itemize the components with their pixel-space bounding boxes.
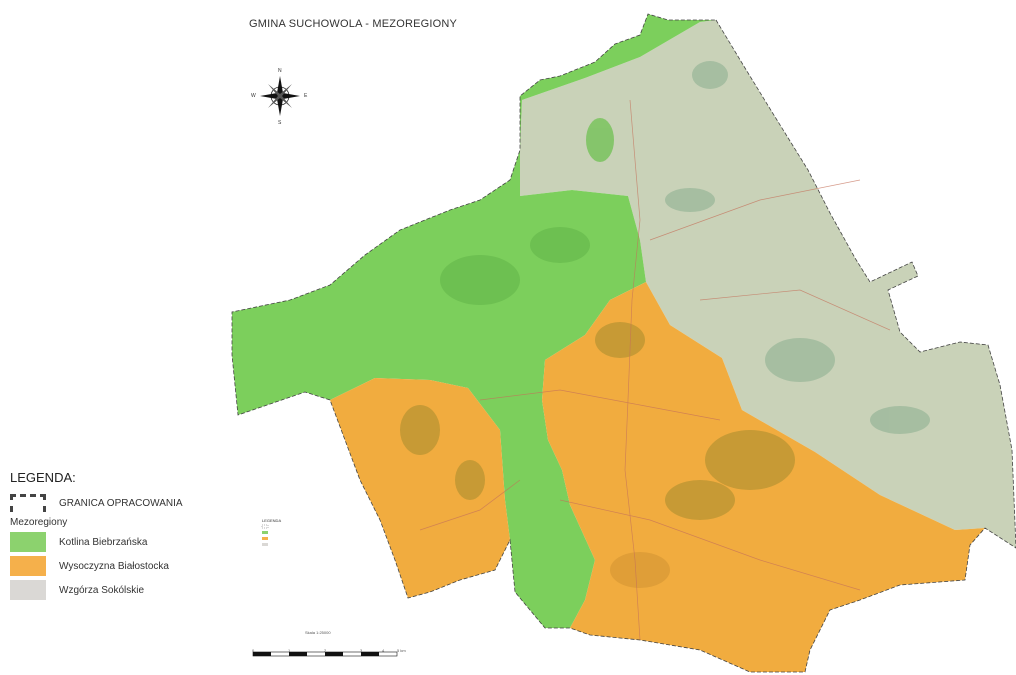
- compass-w: W: [251, 93, 256, 99]
- region-wysoczyzna-bialostocka-west[interactable]: [330, 378, 510, 598]
- legend-heading: LEGENDA:: [10, 470, 76, 485]
- scale-tick-label: 4: [382, 648, 385, 653]
- legend-swatch: [10, 556, 46, 576]
- compass-e: E: [304, 93, 308, 99]
- roads: [419, 99, 891, 641]
- scale-tick-label: 2: [324, 648, 327, 653]
- compass-s: S: [278, 120, 282, 126]
- region-kotlina-biebrzanska[interactable]: [232, 14, 716, 628]
- mini-legend-heading: LEGENDA: [262, 518, 282, 523]
- study-area-boundary: [231, 13, 1016, 673]
- scale-tick-label: 1: [288, 648, 291, 653]
- legend-item: Wysoczyzna Białostocka: [10, 556, 250, 576]
- legend-boundary-label: GRANICA OPRACOWANIA: [59, 497, 183, 509]
- scale-tick-label: 0: [252, 648, 255, 653]
- legend-swatch: [10, 532, 46, 552]
- map-title: GMINA SUCHOWOLA - MEZOREGIONY: [249, 18, 458, 30]
- scale-tick-label: 5 km: [397, 648, 406, 653]
- compass-rose-icon: [260, 76, 300, 116]
- scale-tick-label: 3: [360, 648, 363, 653]
- legend-swatch: [10, 580, 46, 600]
- legend-item: Wzgórza Sokólskie: [10, 580, 250, 600]
- scale-caption: Skala 1:25000: [305, 630, 331, 635]
- legend-group-label: Mezoregiony: [10, 517, 68, 528]
- forest-patches: [400, 61, 930, 588]
- compass-n: N: [278, 68, 282, 74]
- dashed-boundary-icon: [10, 494, 46, 512]
- legend-item-label: Wzgórza Sokólskie: [59, 584, 145, 596]
- legend-item-label: Wysoczyzna Białostocka: [59, 560, 169, 572]
- scale-bar: [252, 651, 398, 657]
- legend: LEGENDA: GRANICA OPRACOWANIA Mezoregiony…: [10, 470, 250, 604]
- legend-boundary-row: GRANICA OPRACOWANIA: [10, 493, 250, 513]
- legend-item: Kotlina Biebrzańska: [10, 532, 250, 552]
- legend-item-label: Kotlina Biebrzańska: [59, 536, 148, 548]
- mini-legend-swatches: [261, 524, 269, 546]
